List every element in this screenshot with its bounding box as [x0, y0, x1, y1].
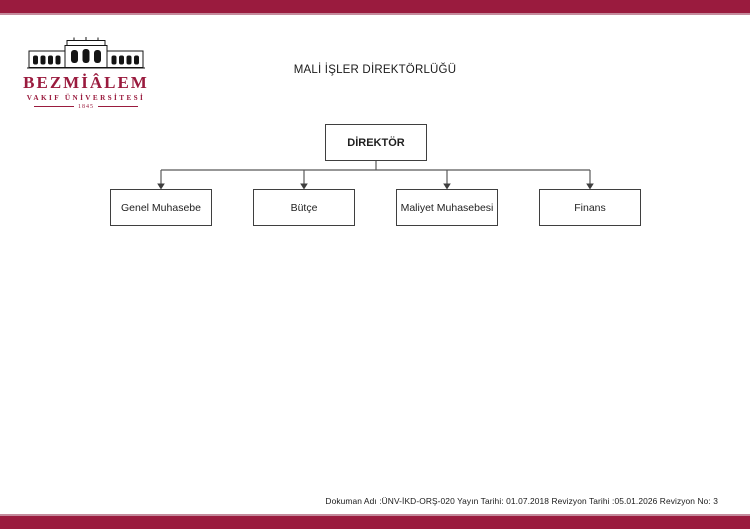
header-accent-line — [0, 13, 750, 15]
org-box-butce: Bütçe — [253, 189, 355, 226]
org-box-maliyet-muhasebesi: Maliyet Muhasebesi — [396, 189, 498, 226]
logo-founding-year: 1845 — [78, 103, 94, 110]
logo-rule-right — [98, 106, 138, 108]
header-bar — [0, 0, 750, 13]
logo-wordmark: BEZMİÂLEM — [23, 73, 149, 92]
logo-subtitle: VAKIF ÜNİVERSİTESİ — [26, 93, 146, 102]
arrowhead-icons — [157, 183, 594, 190]
logo-rule-left — [34, 106, 74, 108]
org-box-genel-muhasebe: Genel Muhasebe — [110, 189, 212, 226]
page-title: MALİ İŞLER DİREKTÖRLÜĞÜ — [293, 64, 457, 76]
footer-accent-line — [0, 514, 750, 516]
logo-year-row: 1845 — [20, 104, 152, 110]
org-box-direktor: DİREKTÖR — [325, 124, 427, 161]
document-control-footer: Dokuman Adı :ÜNV-İKD-ORŞ-020 Yayın Tarih… — [325, 496, 718, 506]
org-box-finans: Finans — [539, 189, 641, 226]
university-building-icon — [27, 37, 145, 69]
university-logo: BEZMİÂLEM VAKIF ÜNİVERSİTESİ 1845 — [20, 37, 152, 110]
footer-bar — [0, 516, 750, 529]
